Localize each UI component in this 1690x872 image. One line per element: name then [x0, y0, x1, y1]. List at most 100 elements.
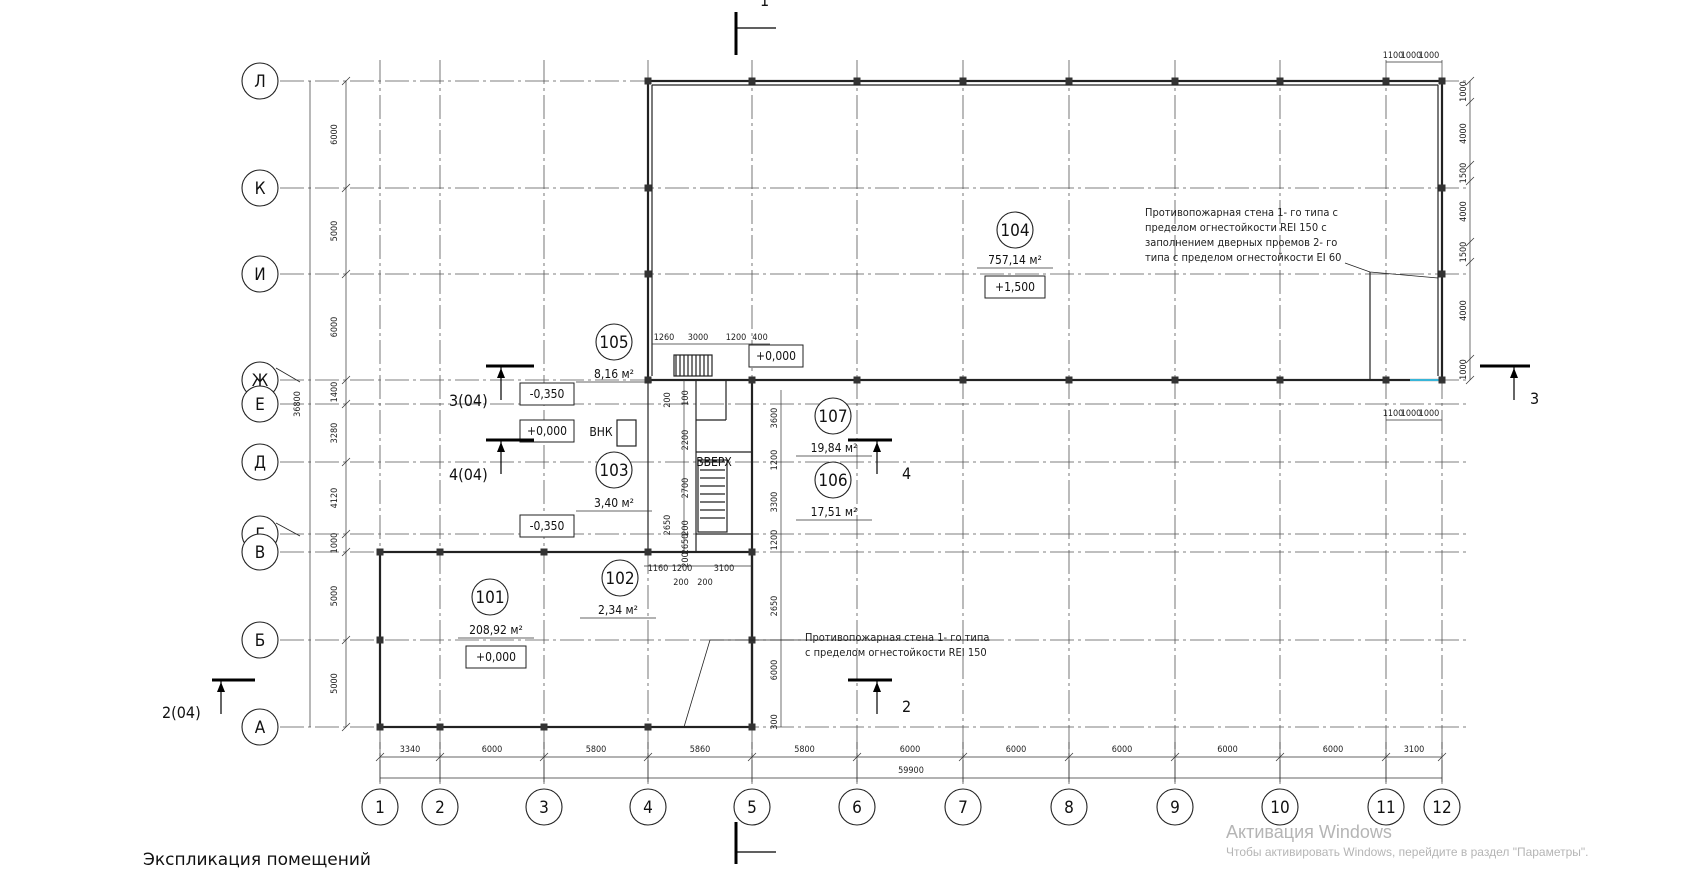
axis-bubble-label: 1: [375, 798, 385, 818]
section-3-right-arrowhead: [1510, 368, 1518, 378]
column: [1171, 77, 1179, 85]
column: [436, 723, 444, 731]
dim-stair-top: 1200: [726, 333, 747, 343]
dim-tick-right: [1465, 354, 1475, 364]
dim-tick-left: [341, 457, 351, 467]
dim-tick-left: [341, 269, 351, 279]
axis-bubble-label: 10: [1270, 798, 1289, 818]
axis-bubble-circle: [1156, 788, 1194, 826]
column: [644, 77, 652, 85]
column: [853, 376, 861, 384]
section-markers: 2(04)23(04)34(04)411(04): [162, 0, 1539, 872]
level-l2-box: [519, 419, 575, 443]
building-walls: [378, 79, 1444, 729]
dim-core-right: 1200: [770, 530, 780, 551]
axis-bubble-10: 10: [1261, 788, 1299, 826]
dim-core-right: 3600: [770, 408, 780, 429]
room-area: 17,51 м²: [811, 505, 858, 519]
wc-label: ВНК: [589, 425, 613, 439]
axis-bubble-label: Д: [254, 453, 266, 473]
dim-right: 1000: [1459, 81, 1469, 102]
column: [1065, 77, 1073, 85]
section-1-top-label: 1: [760, 0, 769, 10]
axis-leader-Ж: [275, 367, 301, 383]
dim-left: 6000: [330, 317, 340, 338]
dim-tick-left: [341, 183, 351, 193]
axis-leader-Г: [275, 522, 301, 537]
axis-bubble-В: В: [241, 533, 279, 571]
section-2-left-label: 2(04): [162, 703, 201, 722]
dim-bottom: 6000: [1217, 745, 1238, 755]
level-l3: -0,350: [530, 519, 565, 533]
stair-upper: [673, 354, 713, 377]
dim-bottom-core: 1200: [672, 564, 693, 574]
level-l2: +0,000: [527, 424, 567, 438]
axis-bubble-circle: [525, 788, 563, 826]
dim-left: 3280: [330, 423, 340, 444]
room-number: 101: [475, 588, 504, 608]
dim-left: 5000: [330, 221, 340, 242]
dim-left: 1400: [330, 382, 340, 403]
stair-up-label: ВВЕРХ: [696, 455, 732, 469]
column: [644, 548, 652, 556]
room-area: 2,34 м²: [598, 603, 638, 617]
dim-core-left: 2650: [663, 515, 673, 536]
level-stair-box: [748, 344, 804, 368]
column: [376, 723, 384, 731]
level-l3-box: [519, 514, 575, 538]
dim-top-right: 1100: [1383, 51, 1404, 61]
column: [1065, 376, 1073, 384]
axis-bubble-4: 4: [629, 788, 667, 826]
dim-core-mid: 2200: [681, 430, 691, 451]
axis-bubble-А: А: [241, 708, 279, 746]
dim-tick-left: [341, 722, 351, 732]
axis-bubble-circle: [241, 621, 279, 659]
column: [748, 723, 756, 731]
axis-bubble-label: В: [255, 543, 266, 563]
axis-bubble-К: К: [241, 169, 279, 207]
column: [959, 77, 967, 85]
section-2-right-arrowhead: [873, 682, 881, 692]
axis-bubble-circle: [421, 788, 459, 826]
room-level: +0,000: [476, 650, 516, 664]
axis-bubble-circle: [1367, 788, 1405, 826]
section-4-right-arrowhead: [873, 442, 881, 452]
axis-bubble-label: 9: [1170, 798, 1180, 818]
dim-bottom: 6000: [482, 745, 503, 755]
section-2-right-label: 2: [902, 697, 911, 716]
room-number-circle: [814, 397, 852, 435]
axis-bubble-label: К: [255, 179, 266, 199]
column: [376, 548, 384, 556]
fire-wall-note-2-line: с пределом огнестойкости REI 150: [805, 646, 987, 659]
axis-bubble-label: 8: [1064, 798, 1074, 818]
dim-total-bottom: 59900: [898, 766, 924, 776]
room-area: 3,40 м²: [594, 496, 634, 510]
axis-bubble-circle: [241, 385, 279, 423]
section-4-left-label: 4(04): [449, 465, 488, 484]
section-2-left-arrowhead: [217, 682, 225, 692]
room-level-box: [984, 275, 1046, 299]
fire-wall-note-1-line: Противопожарная стена 1- го типа с: [1145, 206, 1338, 219]
dim-core-right: 2650: [770, 596, 780, 617]
room-number-circle: [595, 451, 633, 489]
axis-bubble-3: 3: [525, 788, 563, 826]
dim-bottom-core: 200: [673, 578, 688, 588]
axis-bubble-circle: [733, 788, 771, 826]
axis-bubble-Е: Е: [241, 385, 279, 423]
dim-core-mid: 200: [681, 520, 691, 535]
axis-bubble-5: 5: [733, 788, 771, 826]
dim-tick-right: [1465, 97, 1475, 107]
axis-bubble-label: А: [255, 718, 266, 738]
axis-bubble-circle: [1261, 788, 1299, 826]
axis-bubble-Д: Д: [241, 443, 279, 481]
dim-stair-top: 1260: [654, 333, 675, 343]
column: [644, 723, 652, 731]
dim-bottom-core: 200: [697, 578, 712, 588]
room-area: 8,16 м²: [594, 367, 634, 381]
